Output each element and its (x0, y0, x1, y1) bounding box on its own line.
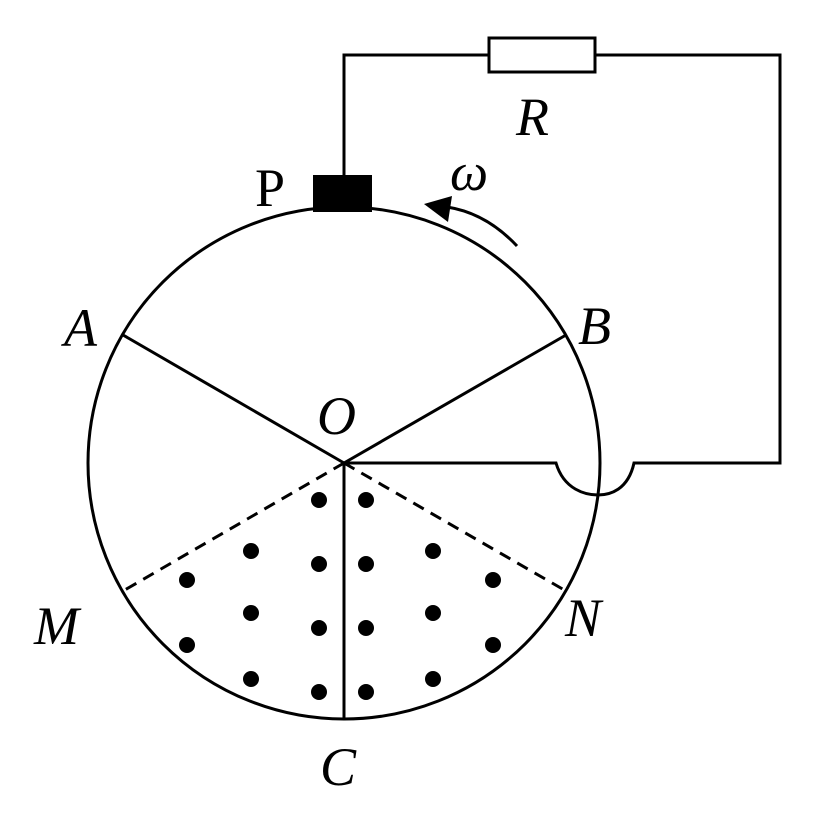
label-p: P (255, 158, 285, 218)
field-dot (358, 620, 374, 636)
brush-p (313, 175, 372, 212)
spoke-ob (343, 333, 567, 465)
field-dot (358, 556, 374, 572)
field-dot (425, 671, 441, 687)
field-dot (358, 684, 374, 700)
rotation-arc (446, 205, 519, 248)
field-dot (485, 637, 501, 653)
field-dot (243, 671, 259, 687)
label-omega: ω (450, 142, 488, 202)
label-r: R (515, 87, 549, 147)
resistor-r (487, 36, 597, 74)
field-dot (243, 543, 259, 559)
field-dot (425, 543, 441, 559)
field-dot (485, 572, 501, 588)
label-m: M (33, 596, 82, 656)
boundary-om (122, 461, 345, 593)
field-dot (311, 492, 327, 508)
field-dot (311, 684, 327, 700)
label-b: B (578, 296, 611, 356)
label-c: C (320, 737, 357, 797)
field-dot (425, 605, 441, 621)
label-a: A (61, 298, 98, 358)
field-dot (179, 637, 195, 653)
spoke-oa (122, 333, 345, 465)
circuit-wire (342, 53, 782, 497)
field-dot (358, 492, 374, 508)
field-dot (311, 556, 327, 572)
rotation-arrowhead-icon (424, 196, 452, 222)
magnetic-field-region (179, 492, 501, 700)
field-dot (311, 620, 327, 636)
field-dot (243, 605, 259, 621)
field-dot (179, 572, 195, 588)
label-o: O (317, 386, 356, 446)
label-n: N (564, 588, 604, 648)
boundary-on (343, 461, 567, 593)
